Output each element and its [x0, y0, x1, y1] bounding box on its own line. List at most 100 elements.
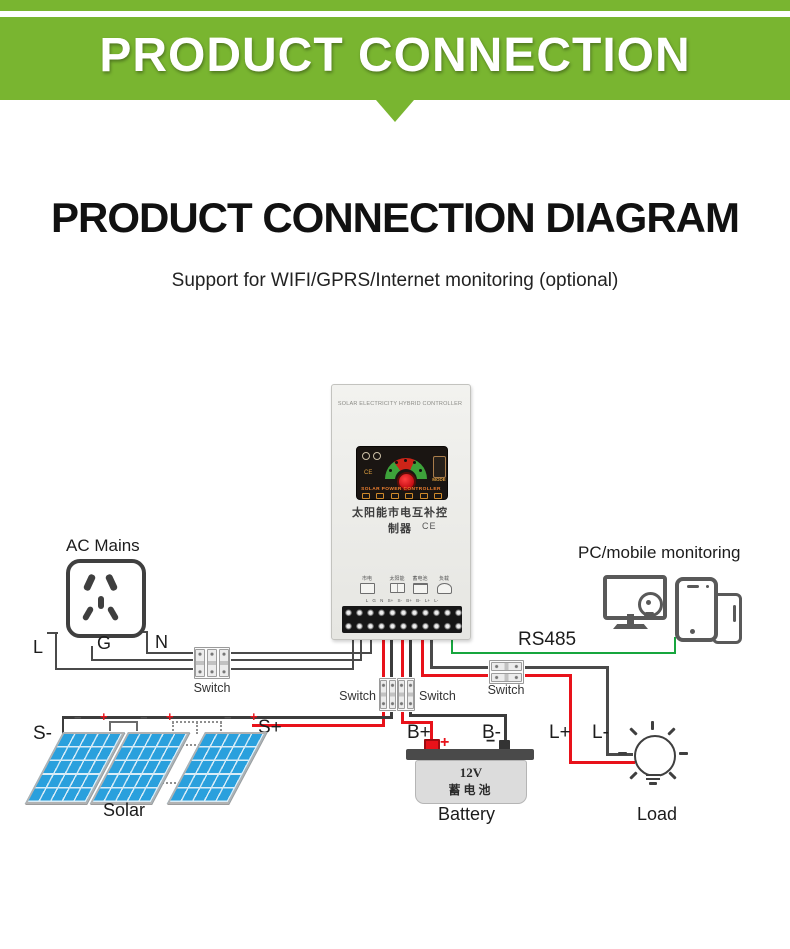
mode-button-label: MODE [432, 477, 446, 482]
gauge-dot [413, 461, 416, 464]
ac-mains-label: AC Mains [66, 536, 140, 555]
wire-segment [409, 706, 412, 717]
panel-mini-icon [376, 493, 385, 499]
wire-segment [47, 632, 58, 634]
battery-top-plate [406, 749, 534, 760]
wire-segment [390, 706, 393, 719]
load-label: Load [637, 804, 678, 824]
battery-terminal-minus: − [486, 733, 496, 750]
panel-plus: + [166, 709, 174, 724]
wire-segment [504, 714, 507, 742]
wire-segment [430, 721, 433, 743]
socket-slot [106, 605, 120, 622]
monitor-base [613, 624, 648, 629]
port-group-solar: 太阳能 [383, 575, 411, 593]
load-switch[interactable] [489, 660, 524, 684]
bulb-ray [667, 727, 676, 736]
led-indicator-icon [373, 452, 381, 460]
wire-segment [401, 636, 404, 680]
panel-minus: − [140, 710, 148, 725]
gauge-dot [404, 459, 407, 462]
breaker-pole [195, 649, 205, 677]
panel-plus: + [100, 709, 108, 724]
port-group-load: 负载 [431, 575, 457, 594]
ac-n-label: N [155, 632, 168, 652]
port-group-ac: 市电 [354, 575, 380, 594]
wire-segment [409, 636, 412, 680]
bulb-glass [634, 735, 676, 777]
port-group-label: 市电 [361, 576, 372, 582]
ac-switch[interactable] [194, 647, 230, 679]
terminal-letters: L G N S+ S- B+ B- L+ L- [365, 598, 439, 603]
power-button[interactable] [397, 472, 416, 491]
panel-minus: − [224, 710, 232, 725]
mode-button[interactable] [433, 456, 446, 478]
battery-switch[interactable] [397, 678, 415, 711]
banner-top-strip [0, 0, 790, 11]
wire-segment [409, 714, 507, 717]
breaker-pole [398, 680, 405, 709]
battery-label: Battery [438, 804, 496, 824]
wire-segment [569, 761, 635, 764]
ac-l-label: L [33, 637, 44, 657]
panel-link [109, 721, 138, 723]
panel-link-dotted [196, 722, 198, 734]
bulb-tip [649, 782, 657, 785]
bulb-ray [679, 752, 688, 755]
wire-segment [62, 716, 64, 734]
breaker-pole [380, 680, 387, 709]
panel-mini-icon [390, 493, 399, 499]
wire-segment [451, 652, 676, 654]
breaker-pole [491, 662, 522, 671]
panel-link-dotted [172, 722, 174, 731]
wire-segment [569, 674, 572, 764]
socket-slot [82, 573, 97, 592]
wire-segment [252, 724, 385, 727]
panel-continuation-dots [147, 782, 187, 784]
phone-camera-dot [706, 585, 709, 588]
wire-segment [674, 637, 676, 654]
panel-plus: + [250, 709, 258, 724]
battery-voltage: 12V [459, 765, 483, 780]
phone-speaker [687, 585, 699, 588]
wire-segment [421, 636, 424, 677]
wire-segment [63, 716, 393, 719]
rs485-label: RS485 [518, 629, 577, 650]
plug-icon [359, 583, 375, 594]
controller-chinese-title: 太阳能市电互补控制器 [352, 507, 448, 535]
webcam-base [644, 612, 655, 616]
solar-switch-label: Switch [339, 689, 376, 703]
controller-brand-text: SOLAR ELECTRICITY HYBRID CONTROLLER [337, 401, 463, 407]
port-group-battery: 蓄电池 [407, 575, 433, 594]
ce-mark-panel: CE [364, 470, 373, 476]
ac-g-label: G [97, 633, 112, 653]
panel-mini-icon [362, 493, 370, 499]
wire-segment [91, 646, 93, 661]
battery-switch-label: Switch [419, 689, 456, 703]
banner-title: PRODUCT CONNECTION [99, 29, 691, 82]
breaker-pole [207, 649, 217, 677]
bulb-neck [646, 774, 660, 782]
battery-chinese: 蓄电池 [448, 783, 494, 797]
phone-home-dot [690, 629, 695, 634]
panel-minus: − [74, 710, 82, 725]
banner-pointer [376, 100, 414, 122]
monitoring-label: PC/mobile monitoring [578, 543, 741, 562]
ce-mark: CE [422, 521, 437, 531]
bulb-ray [651, 721, 654, 730]
breaker-pole [219, 649, 229, 677]
s-minus-label: S- [33, 723, 52, 744]
panel-icon-row [362, 493, 442, 499]
ac-socket-icon [66, 559, 146, 638]
gauge-dot [395, 461, 398, 464]
solar-switch[interactable] [379, 678, 397, 711]
controller-device [331, 384, 471, 640]
battery-body: 12V 蓄电池 [415, 760, 527, 804]
webcam-dot [646, 600, 651, 605]
breaker-pole [491, 673, 522, 682]
wire-segment [146, 631, 148, 654]
panel-link-dotted [220, 722, 222, 731]
socket-slot [104, 573, 119, 592]
breaker-pole [407, 680, 414, 709]
